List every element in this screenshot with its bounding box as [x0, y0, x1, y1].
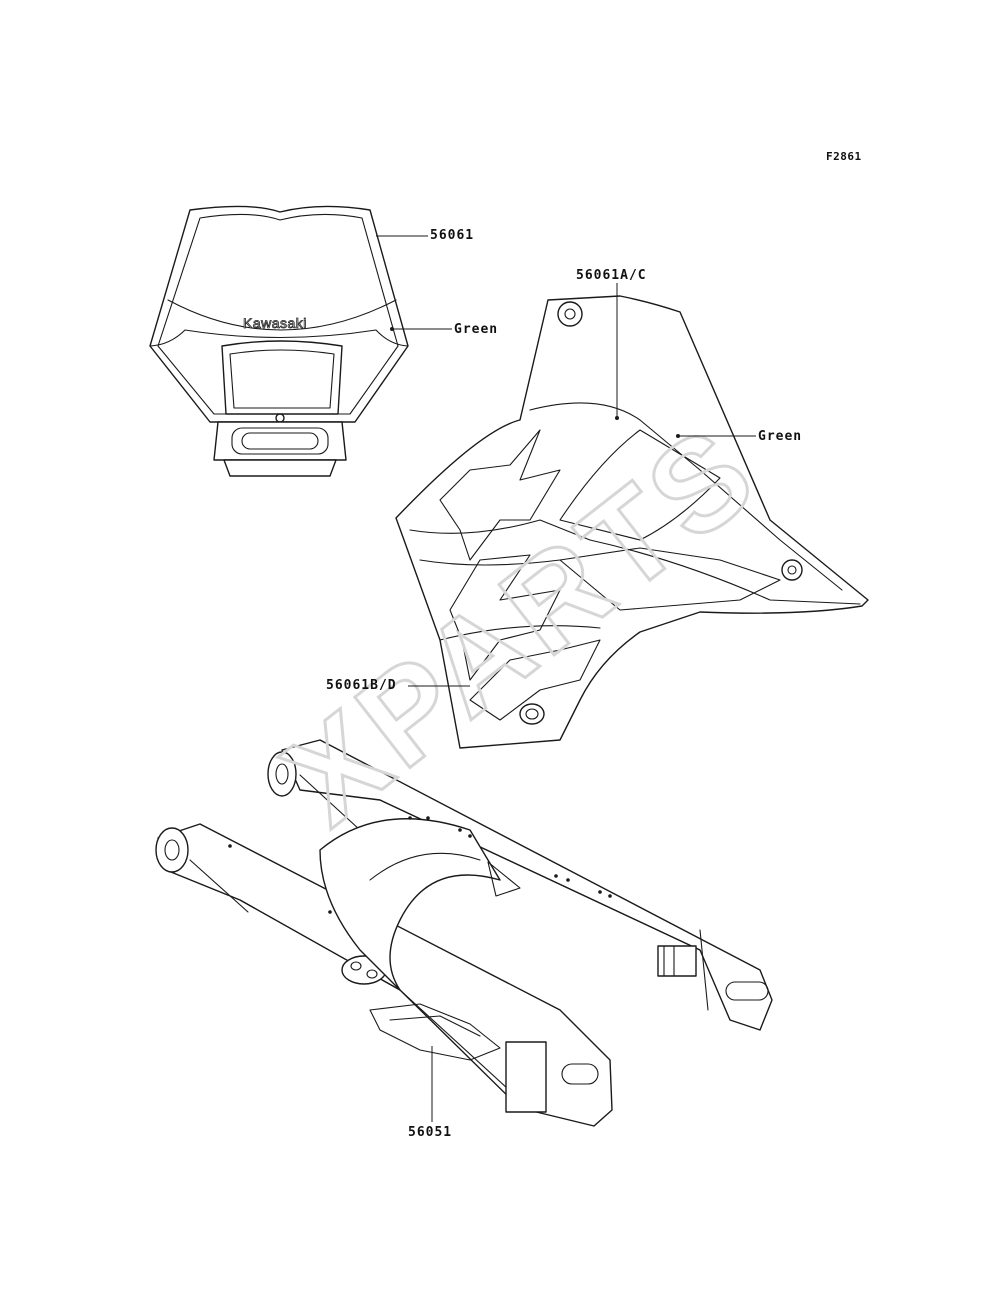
headlight-cover: Kawasaki [149, 205, 409, 477]
callout-swingarm-part: 56051 [408, 1125, 453, 1140]
callout-headlight-cover-part: 56061 [430, 228, 475, 243]
callout-headlight-color: Green [454, 322, 499, 337]
callout-shroud-part-ac: 56061A/C [576, 268, 647, 283]
leader-lines [376, 235, 756, 1122]
callout-shroud-color: Green [758, 429, 803, 444]
callout-shroud-part-bd: 56061B/D [326, 678, 397, 693]
figure-id: F2861 [826, 150, 862, 163]
swingarm [155, 739, 773, 1127]
kawasaki-logo-text: Kawasaki [243, 315, 307, 331]
radiator-shroud [395, 295, 869, 749]
